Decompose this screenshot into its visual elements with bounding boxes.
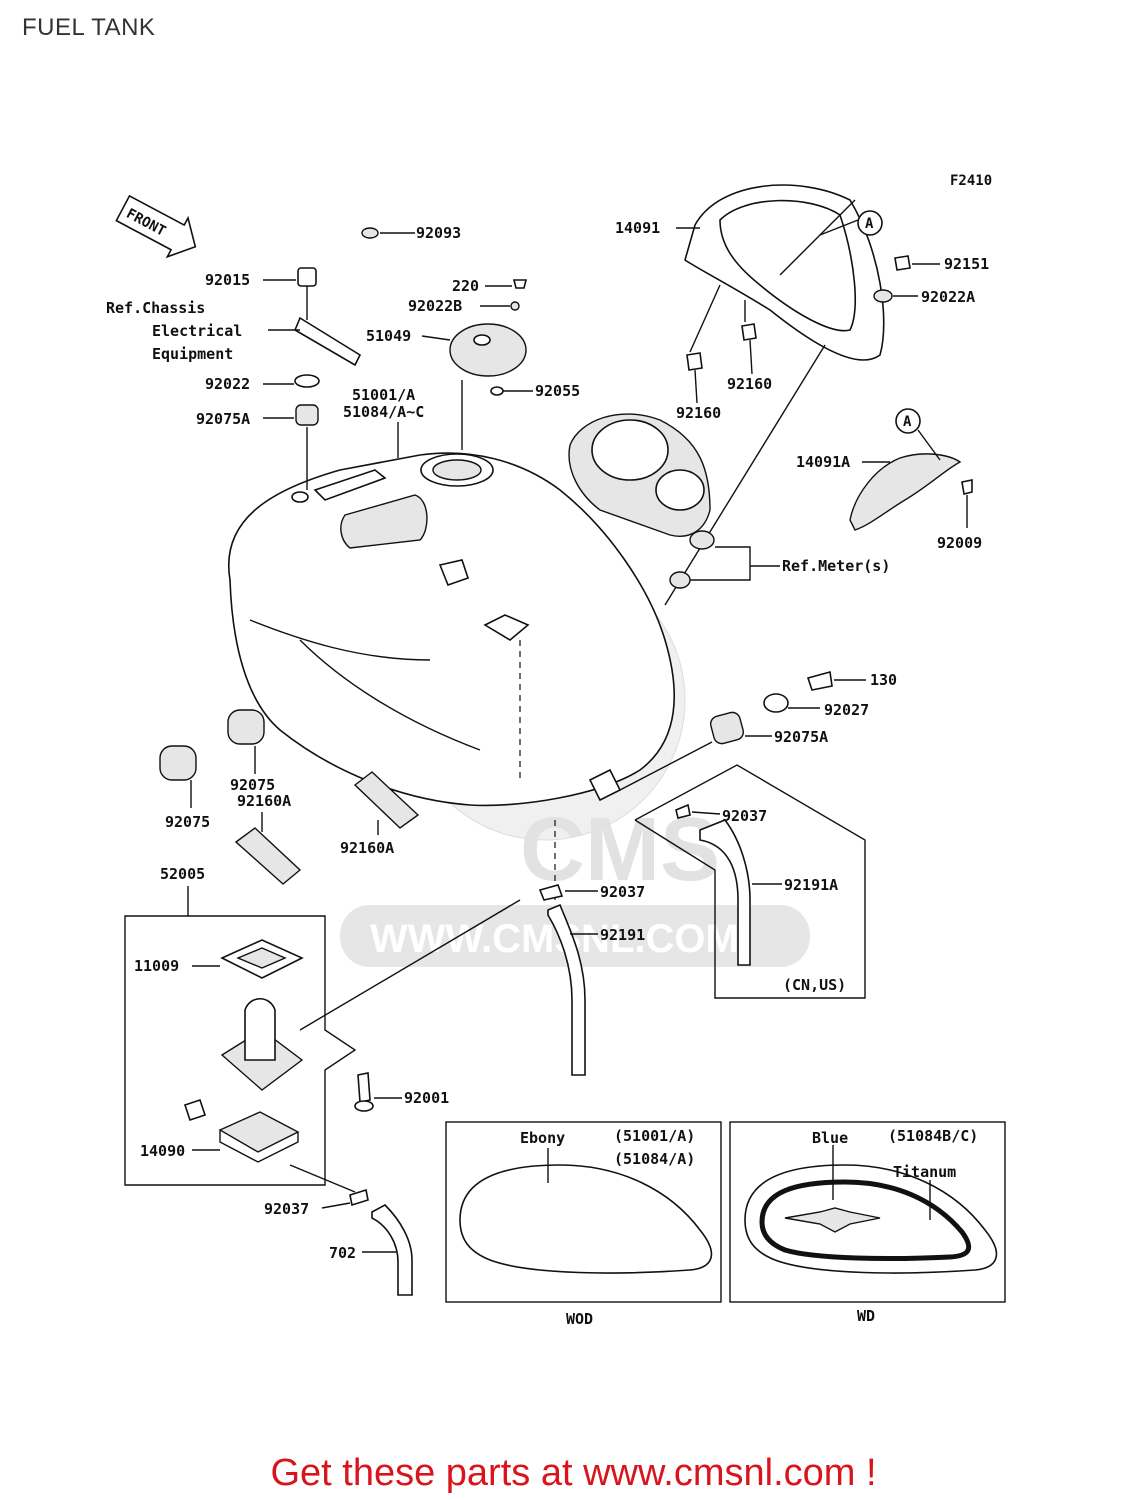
label-92075a-top: 92075A (196, 410, 250, 428)
label-14091: 14091 (615, 219, 660, 237)
label-92191: 92191 (600, 926, 645, 944)
label-220: 220 (452, 277, 479, 295)
label-blue: Blue (812, 1129, 848, 1147)
label-92027: 92027 (824, 701, 869, 719)
hose-702: 702 (329, 1204, 413, 1296)
label-ref-chassis: Ref.Chassis (106, 299, 205, 317)
label-wd: WD (857, 1307, 875, 1325)
label-130: 130 (870, 671, 897, 689)
label-702: 702 (329, 1244, 356, 1262)
label-92022a: 92022A (921, 288, 975, 306)
figure-code: F2410 (950, 173, 992, 189)
meter-cover-14091A: 14091A A 92009 (796, 408, 982, 552)
variant-wod-box: Ebony (51001/A) (51084/A) WOD (445, 1121, 722, 1328)
label-wod: WOD (566, 1310, 593, 1328)
label-52005: 52005 (160, 865, 205, 883)
label-cn-us: (CN,US) (783, 976, 846, 994)
label-51001: 51001/A (352, 386, 415, 404)
part-130: 130 (806, 670, 897, 691)
part-92022: 92022 (205, 374, 320, 393)
fuel-pump-assembly-52005: 52005 11009 14090 (124, 865, 357, 1186)
part-92055: 92055 (490, 382, 580, 400)
label-51049: 51049 (366, 327, 411, 345)
label-ref-meter: Ref.Meter(s) (782, 557, 890, 575)
label-92037-a: 92037 (722, 807, 767, 825)
page-title: FUEL TANK (22, 14, 156, 41)
label-wd-codes: (51084B/C) (888, 1127, 978, 1145)
callout-a-top: A (779, 199, 883, 276)
label-ref-chassis-3: Equipment (152, 345, 233, 363)
label-92093: 92093 (416, 224, 461, 242)
label-92075-b: 92075 (165, 813, 210, 831)
meter-cover-14091: 14091 92160 92160 (615, 184, 885, 422)
label-92160-a: 92160 (676, 404, 721, 422)
label-11009: 11009 (134, 957, 179, 975)
part-92075A-top: 92075A (196, 404, 319, 490)
label-ref-chassis-2: Electrical (152, 322, 242, 340)
label-92037-c: 92037 (264, 1200, 309, 1218)
part-92093: 92093 (361, 224, 461, 242)
label-wod-codes-2: (51084/A) (614, 1150, 695, 1168)
wing-emblem-icon (784, 1207, 881, 1233)
label-92075a-right: 92075A (774, 728, 828, 746)
cn-us-hose-box: 92037 92191A (CN,US) (634, 764, 866, 999)
label-51084: 51084/A~C (343, 403, 424, 421)
promo-link[interactable]: Get these parts at www.cmsnl.com ! (270, 1452, 877, 1494)
part-92015: 92015 (205, 267, 362, 367)
label-92191a: 92191A (784, 876, 838, 894)
label-wod-codes-1: (51001/A) (614, 1127, 695, 1145)
label-92151: 92151 (944, 255, 989, 273)
part-92037-bottom: 92037 (264, 1164, 369, 1218)
label-92022b: 92022B (408, 297, 462, 315)
fuel-cap-51049: 51049 (366, 323, 527, 377)
part-92075-upper: 92075 (227, 709, 275, 794)
fuel-tank (227, 452, 676, 900)
part-92022B: 92022B (408, 297, 520, 315)
front-arrow-icon: FRONT (115, 194, 197, 259)
label-92160a-a: 92160A (237, 792, 291, 810)
label-92009: 92009 (937, 534, 982, 552)
label-titanum: Titanum (893, 1163, 956, 1181)
part-92001: 92001 (354, 1072, 449, 1112)
part-92160A-center: 92160A (340, 771, 420, 857)
variant-wd-box: Blue (51084B/C) Titanum WD (729, 1121, 1006, 1325)
label-92037-b: 92037 (600, 883, 645, 901)
callout-a-right-letter: A (903, 414, 912, 430)
label-92160a-b: 92160A (340, 839, 394, 857)
label-92015: 92015 (205, 271, 250, 289)
hose-92191: 92037 92191 (299, 883, 645, 1076)
part-92075-lower: 92075 (159, 745, 210, 831)
label-92022: 92022 (205, 375, 250, 393)
label-14091a: 14091A (796, 453, 850, 471)
part-92022A: 92022A (873, 288, 975, 306)
label-92001: 92001 (404, 1089, 449, 1107)
watermark-logo-text: CMS (520, 800, 720, 900)
part-92151: 92151 (894, 255, 989, 273)
meter-assembly: Ref.Meter(s) (568, 413, 890, 589)
label-ebony: Ebony (520, 1129, 565, 1147)
part-92027: 92027 (763, 693, 869, 719)
part-220: 220 (452, 277, 528, 295)
label-92160-b: 92160 (727, 375, 772, 393)
watermark-banner (340, 905, 810, 967)
part-92075A-right: 92075A (619, 711, 828, 791)
label-92055: 92055 (535, 382, 580, 400)
label-92075-a: 92075 (230, 776, 275, 794)
part-92160A-left: 92160A (234, 792, 302, 885)
callout-a-top-letter: A (865, 216, 874, 232)
label-14090: 14090 (140, 1142, 185, 1160)
